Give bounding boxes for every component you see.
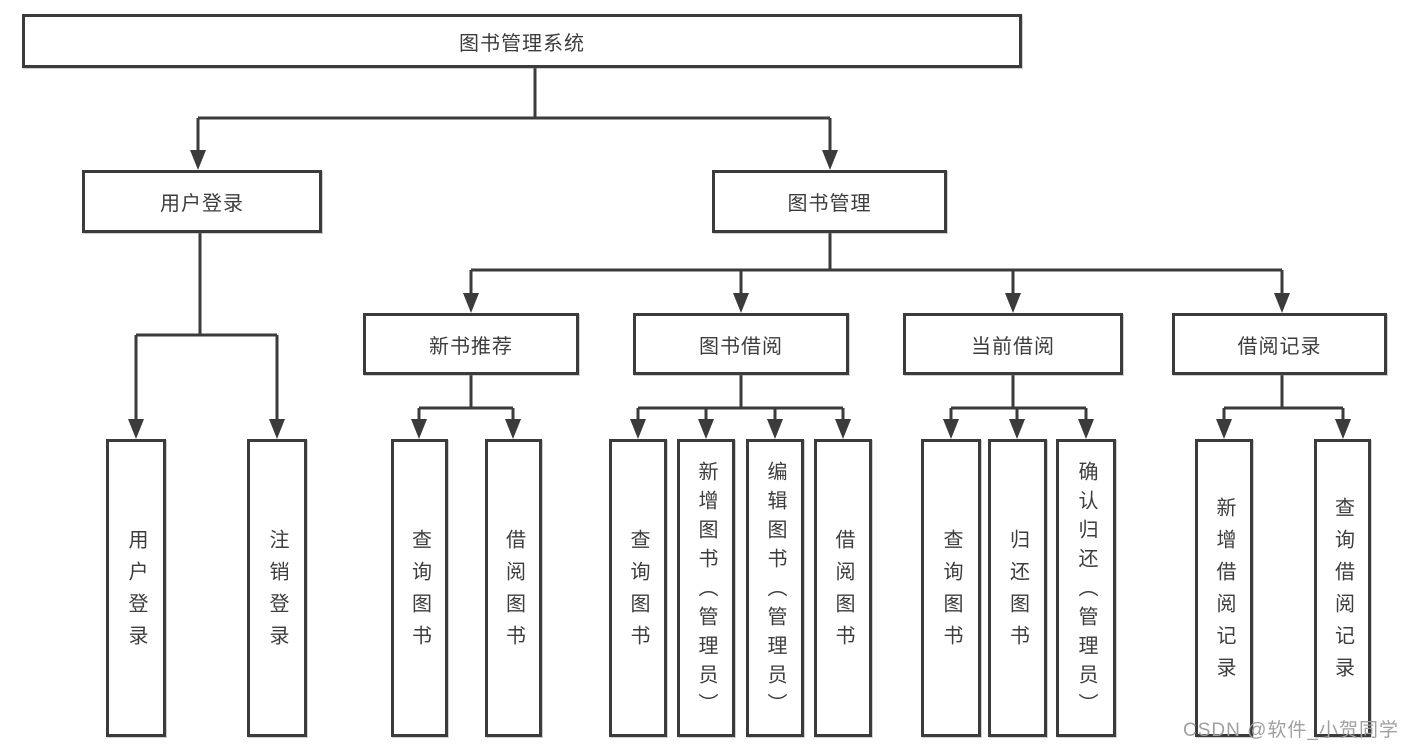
arrowhead	[1009, 419, 1025, 439]
csdn-watermark: CSDN @软件_小贺同学	[1183, 720, 1399, 741]
arrowhead	[943, 419, 959, 439]
arrowhead	[463, 293, 479, 313]
leaf-add-borrow-record: 新增借阅记录	[1195, 439, 1253, 737]
arrowhead	[630, 419, 646, 439]
arrowhead	[1335, 419, 1351, 439]
arrowhead	[1216, 419, 1232, 439]
leaf-borrow-books: 借阅图书	[814, 439, 872, 737]
node-new-book-recommendation: 新书推荐	[363, 313, 579, 375]
arrowhead	[733, 293, 749, 313]
arrowhead	[128, 419, 144, 439]
node-borrowing-records: 借阅记录	[1172, 313, 1387, 375]
node-book-management: 图书管理	[712, 170, 947, 233]
leaf-query-books-current: 查询图书	[921, 439, 981, 737]
leaf-edit-books-admin: 编辑图书（管理员）	[746, 439, 804, 737]
arrowhead	[1274, 293, 1290, 313]
arrowhead	[269, 419, 285, 439]
leaf-logout: 注销登录	[247, 439, 307, 737]
arrowhead	[190, 150, 206, 170]
node-root: 图书管理系统	[22, 14, 1022, 68]
leaf-user-login: 用户登录	[106, 439, 166, 737]
arrowhead	[1078, 419, 1094, 439]
leaf-borrow-books-recommend: 借阅图书	[485, 439, 542, 737]
leaf-query-books-recommend: 查询图书	[391, 439, 448, 737]
leaf-add-books-admin: 新增图书（管理员）	[677, 439, 735, 737]
node-current-borrowing: 当前借阅	[903, 313, 1123, 375]
leaf-query-books-borrowing: 查询图书	[609, 439, 667, 737]
leaf-confirm-return-admin: 确认归还（管理员）	[1056, 439, 1116, 737]
arrowhead	[835, 419, 851, 439]
arrowhead	[1005, 293, 1021, 313]
node-user-login: 用户登录	[82, 170, 322, 233]
node-book-borrowing: 图书借阅	[633, 313, 849, 375]
arrowhead	[822, 150, 838, 170]
arrowhead	[505, 419, 521, 439]
arrowhead	[698, 419, 714, 439]
arrowhead	[767, 419, 783, 439]
leaf-query-borrow-record: 查询借阅记录	[1314, 439, 1371, 737]
arrowhead	[411, 419, 427, 439]
leaf-return-books: 归还图书	[988, 439, 1047, 737]
